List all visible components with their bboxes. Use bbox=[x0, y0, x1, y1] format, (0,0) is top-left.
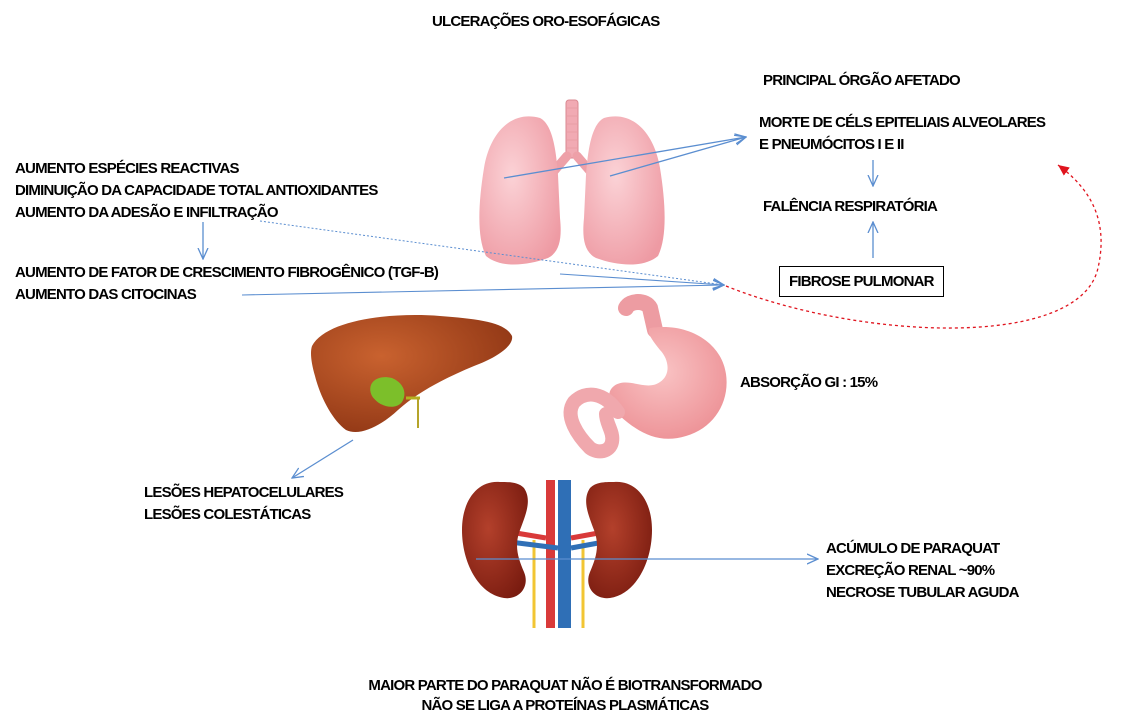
respiratory-failure-label: FALÊNCIA RESPIRATÓRIA bbox=[763, 196, 937, 218]
consequence-line-2: AUMENTO DAS CITOCINAS bbox=[15, 284, 438, 306]
kidney-effects-list: ACÚMULO DE PARAQUAT EXCREÇÃO RENAL ~90% … bbox=[826, 538, 1019, 604]
pulmonary-fibrosis-box: FIBROSE PULMONAR bbox=[779, 266, 944, 297]
stomach-illustration bbox=[571, 302, 727, 451]
consequences-list: AUMENTO DE FATOR DE CRESCIMENTO FIBROGÊN… bbox=[15, 262, 438, 306]
arrow-tgf-to-fibrosis bbox=[560, 274, 724, 285]
liver-illustration bbox=[311, 315, 512, 432]
cell-death-line-2: E PNEUMÓCITOS I E II bbox=[759, 134, 1045, 156]
liver-lesion-line-2: LESÕES COLESTÁTICAS bbox=[144, 504, 343, 526]
cell-death-label: MORTE DE CÉLS EPITELIAIS ALVEOLARES E PN… bbox=[759, 112, 1045, 156]
cell-death-line-1: MORTE DE CÉLS EPITELIAIS ALVEOLARES bbox=[759, 112, 1045, 134]
footer-line-2: NÃO SE LIGA A PROTEÍNAS PLASMÁTICAS bbox=[0, 696, 1130, 716]
footer-line-1: MAIOR PARTE DO PARAQUAT NÃO É BIOTRANSFO… bbox=[0, 676, 1130, 696]
gi-absorption-label: ABSORÇÃO GI : 15% bbox=[740, 372, 877, 394]
liver-lesion-line-1: LESÕES HEPATOCELULARES bbox=[144, 482, 343, 504]
footer-notes: MAIOR PARTE DO PARAQUAT NÃO É BIOTRANSFO… bbox=[0, 676, 1130, 716]
kidney-effect-line-2: EXCREÇÃO RENAL ~90% bbox=[826, 560, 1019, 582]
arrow-liver-to-lesions bbox=[292, 440, 353, 478]
mechanism-line-3: AUMENTO DA ADESÃO E INFILTRAÇÃO bbox=[15, 202, 378, 224]
consequence-line-1: AUMENTO DE FATOR DE CRESCIMENTO FIBROGÊN… bbox=[15, 262, 438, 284]
lungs-illustration bbox=[479, 100, 664, 265]
mechanism-line-1: AUMENTO ESPÉCIES REACTIVAS bbox=[15, 158, 378, 180]
kidneys-illustration bbox=[462, 480, 652, 628]
arrow-red-feedback bbox=[726, 165, 1101, 328]
kidney-effect-line-1: ACÚMULO DE PARAQUAT bbox=[826, 538, 1019, 560]
kidney-effect-line-3: NECROSE TUBULAR AGUDA bbox=[826, 582, 1019, 604]
main-organ-label: PRINCIPAL ÓRGÃO AFETADO bbox=[763, 70, 960, 92]
mechanisms-list: AUMENTO ESPÉCIES REACTIVAS DIMINUIÇÃO DA… bbox=[15, 158, 378, 224]
title: ULCERAÇÕES ORO-ESOFÁGICAS bbox=[432, 11, 660, 33]
liver-lesions-list: LESÕES HEPATOCELULARES LESÕES COLESTÁTIC… bbox=[144, 482, 343, 526]
mechanism-line-2: DIMINUIÇÃO DA CAPACIDADE TOTAL ANTIOXIDA… bbox=[15, 180, 378, 202]
